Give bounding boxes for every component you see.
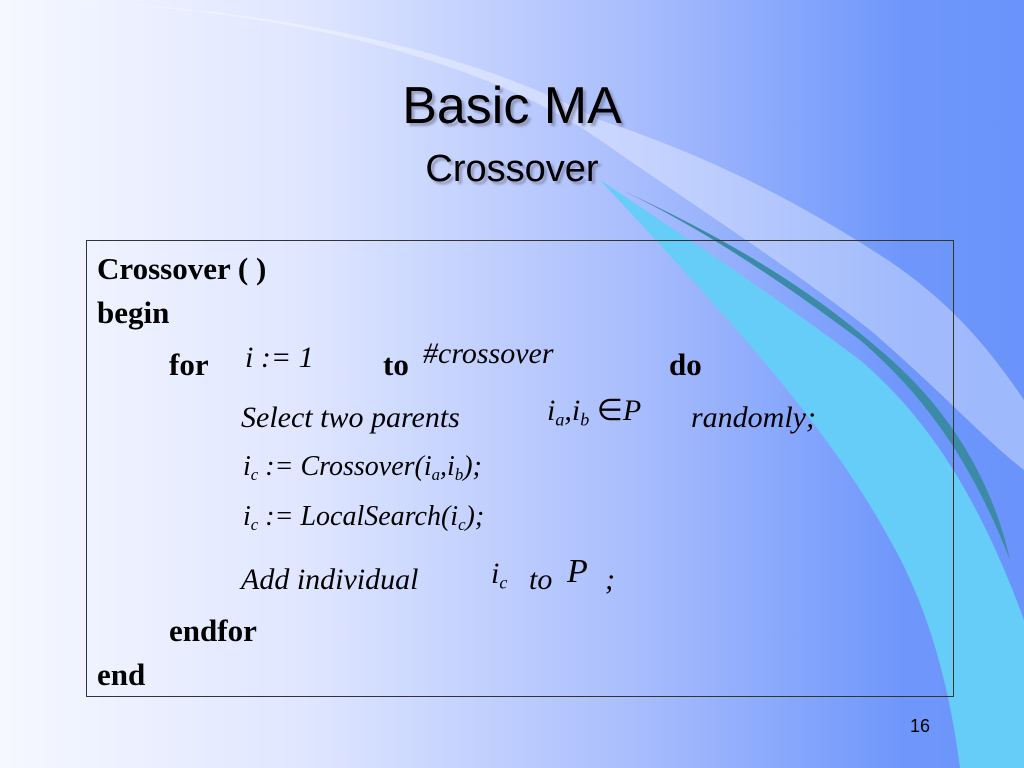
select-parents-text: Select two parents [241, 401, 460, 434]
page-number: 16 [909, 716, 931, 736]
offspring-symbol: ic [491, 557, 508, 593]
add-individual-text: Add individual [241, 563, 419, 596]
slide-title: Basic MA [402, 77, 622, 135]
parents-math: ia,ib ∈P [547, 394, 642, 430]
slide-subtitle: Crossover [425, 148, 599, 190]
population-symbol: P [567, 553, 588, 590]
end-keyword: end [97, 657, 146, 692]
for-keyword: for [169, 347, 209, 382]
semicolon: ; [605, 563, 615, 596]
randomly-text: randomly; [691, 401, 816, 434]
add-to-text: to [529, 563, 553, 596]
for-limit: #crossover [423, 337, 554, 370]
endfor-keyword: endfor [169, 613, 257, 648]
algorithm-box: Crossover ( ) begin for i := 1 to #cross… [86, 240, 954, 697]
begin-keyword: begin [97, 295, 170, 330]
for-init: i := 1 [245, 341, 314, 374]
to-keyword: to [383, 347, 409, 382]
do-keyword: do [669, 347, 702, 382]
function-header: Crossover ( ) [97, 251, 267, 286]
crossover-assignment: ic := Crossover(ia,ib); [243, 451, 482, 485]
localsearch-assignment: ic := LocalSearch(ic); [243, 501, 485, 535]
